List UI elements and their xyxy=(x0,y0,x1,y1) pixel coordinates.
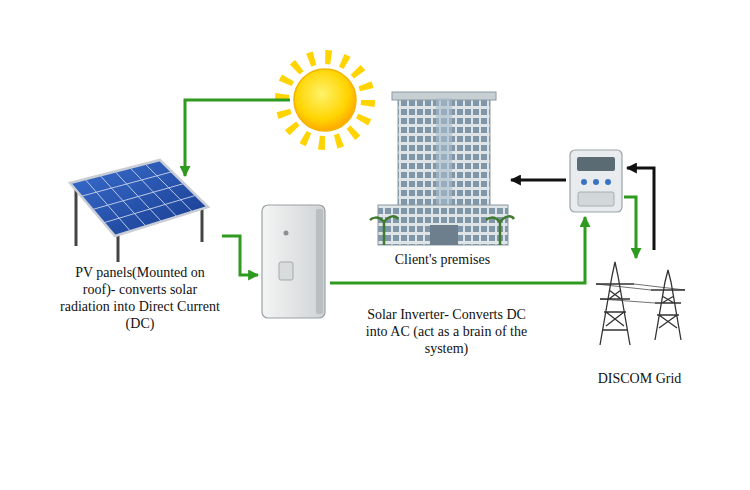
lower-wing xyxy=(378,205,508,245)
panel-surface xyxy=(70,160,208,236)
inverter-logo xyxy=(284,231,289,236)
meter-button xyxy=(581,179,587,185)
energy-meter xyxy=(570,150,622,212)
building-node: Client's premises xyxy=(370,85,517,272)
inverter-side xyxy=(316,209,323,314)
inverter-to-meter-arrow xyxy=(330,217,585,283)
sunlight-arrow xyxy=(185,100,290,176)
transmission-towers xyxy=(596,262,685,345)
flow-arrows xyxy=(185,100,654,283)
grid-node: DISCOM Grid xyxy=(582,258,699,391)
flow-connector xyxy=(222,236,258,275)
entrance xyxy=(430,225,458,245)
panel-leg xyxy=(75,190,78,246)
pv-panel-node: PV panels(Mounted on roof)- converts sol… xyxy=(58,150,222,336)
meter-terminal xyxy=(578,192,614,206)
inverter-case xyxy=(262,205,325,318)
inverter-node: Solar Inverter- Converts DC into AC (act… xyxy=(258,200,537,361)
node-caption: Client's premises xyxy=(370,251,515,268)
node-caption: Solar Inverter- Converts DC into AC (act… xyxy=(358,306,535,357)
grid-to-meter-arrow xyxy=(627,168,654,250)
inverter xyxy=(262,205,325,318)
palm-tree xyxy=(486,216,514,245)
panel-cells xyxy=(81,164,196,231)
panel-leg xyxy=(117,234,120,262)
node-caption: DISCOM Grid xyxy=(582,370,697,387)
tower xyxy=(596,262,634,345)
power-wire xyxy=(596,284,685,303)
palm-tree xyxy=(370,216,398,245)
meter-button xyxy=(605,179,611,185)
meter-button xyxy=(593,179,599,185)
sun xyxy=(282,57,368,143)
inverter-display xyxy=(279,262,293,280)
meter-case xyxy=(570,150,622,212)
node-caption: PV panels(Mounted on roof)- converts sol… xyxy=(60,264,220,332)
meter-to-grid-arrow xyxy=(624,197,636,258)
building xyxy=(370,92,514,245)
tower xyxy=(651,270,685,340)
meter-to-building-arrow xyxy=(511,179,566,182)
meter-display xyxy=(577,157,615,171)
panel-leg xyxy=(201,206,204,242)
sun-rays xyxy=(282,57,368,143)
sun-disc xyxy=(294,69,356,131)
solar-panel xyxy=(70,160,208,262)
